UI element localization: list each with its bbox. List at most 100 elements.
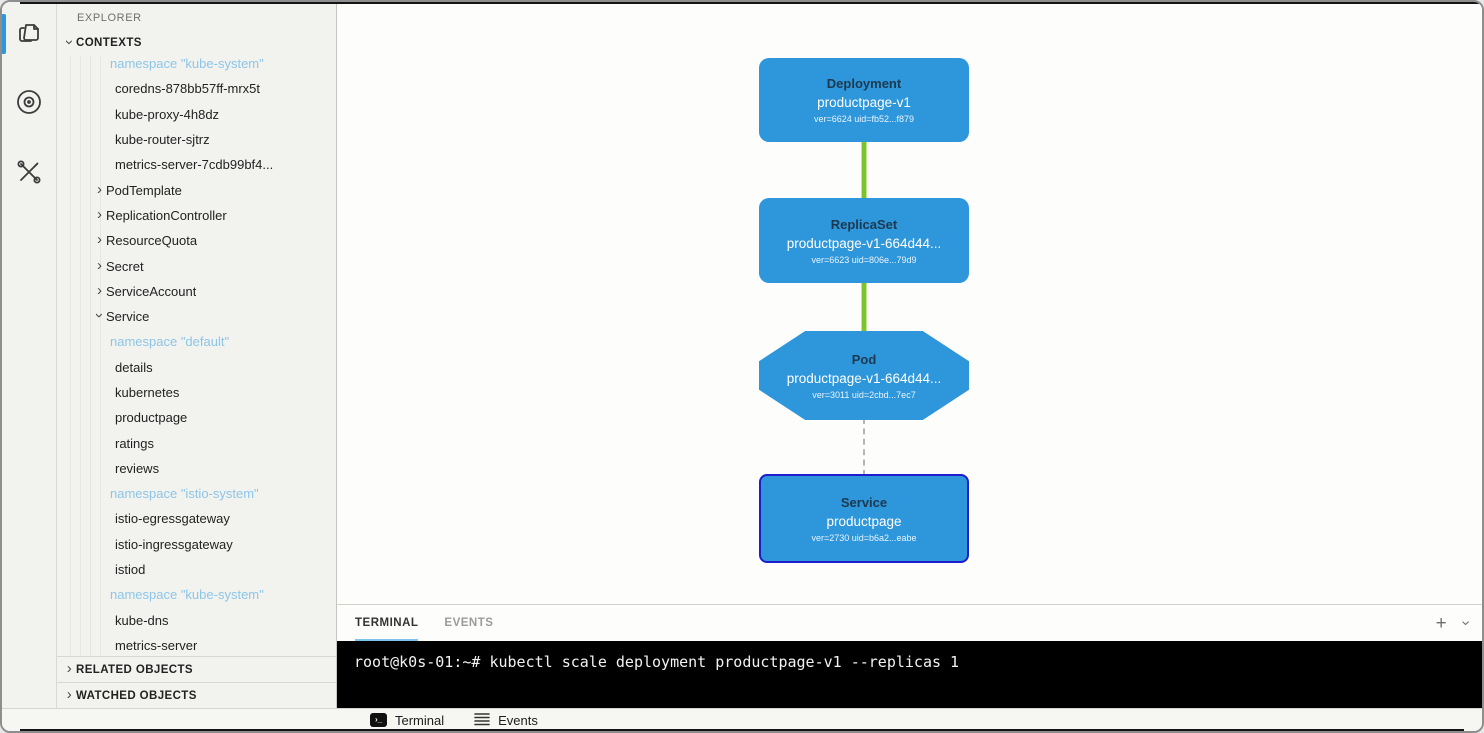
node-kind-label: Service [840,494,888,510]
tree-item-label: kube-proxy-4h8dz [115,106,220,122]
tree-item-label: istio-egressgateway [115,511,230,527]
tree-item-label: namespace "istio-system" [110,486,259,502]
activity-bar [2,2,57,708]
plus-icon[interactable]: + [1435,612,1447,634]
status-item-events[interactable]: Events [474,712,538,729]
tree-item-label: Secret [106,258,144,274]
tree-item-label: namespace "kube-system" [110,56,264,72]
chevron-down-icon[interactable]: › [91,313,108,319]
tools-icon [14,157,44,192]
tree-item-kube-proxy-4h8dz[interactable]: kube-proxy-4h8dz [57,102,336,127]
terminal-output[interactable]: root@k0s-01:~# kubectl scale deployment … [337,641,1482,708]
tree-item-metrics-server-7cdb99bf4[interactable]: metrics-server-7cdb99bf4... [57,152,336,177]
tree-item-productpage[interactable]: productpage [57,405,336,430]
tree-item-label: kube-dns [115,612,169,628]
tab-events[interactable]: EVENTS [444,617,494,629]
tree-item-metrics-server[interactable]: metrics-server [57,633,336,656]
chevron-right-icon: › [66,660,73,677]
tree-item-label: ResourceQuota [106,233,198,249]
chevron-right-icon[interactable]: › [97,205,102,223]
tree-item-label: istiod [115,562,146,578]
chevron-down-icon[interactable]: › [1457,620,1475,626]
terminal-icon: ›_ [370,713,387,727]
edge-replicaset-pod [862,281,866,333]
status-bar: ›_ Terminal Events [2,708,1482,731]
window-top-edge [20,2,1482,4]
node-kind-label: Deployment [826,76,902,91]
node-meta-label: ver=2730 uid=b6a2...eabe [811,532,917,543]
panel-actions: + › [1435,612,1475,634]
status-item-label: Terminal [395,712,445,728]
tree-item-kubernetes[interactable]: kubernetes [57,380,336,405]
tree-item-label: coredns-878bb57ff-mrx5t [115,81,261,97]
tree-item-coredns-878bb57ff-mrx5t[interactable]: coredns-878bb57ff-mrx5t [57,76,336,101]
tree-item-label: ratings [115,435,155,451]
node-name-label: productpage [826,513,902,529]
edge-pod-service [863,418,865,476]
panel-tab-bar: TERMINAL EVENTS + › [337,604,1482,641]
tab-terminal[interactable]: TERMINAL [355,605,419,641]
status-item-terminal[interactable]: ›_ Terminal [370,713,444,728]
tree-item-namespace-istio-system[interactable]: namespace "istio-system" [57,481,336,506]
tree-item-kube-router-sjtrz[interactable]: kube-router-sjtrz [57,127,336,152]
chevron-down-icon: › [61,39,78,45]
tree-item-label: ReplicationController [106,207,227,223]
tree-item-kube-dns[interactable]: kube-dns [57,608,336,633]
section-related-objects[interactable]: › RELATED OBJECTS [57,656,336,682]
diagram-node-service[interactable]: Service productpage ver=2730 uid=b6a2...ea… [759,474,969,563]
tree-item-namespace-default[interactable]: namespace "default" [57,329,336,354]
activity-item-watch[interactable] [2,82,57,126]
tree-item-podtemplate[interactable]: ›PodTemplate [57,177,336,202]
tree-item-istio-ingressgateway[interactable]: istio-ingressgateway [57,532,336,557]
indent-guide [70,56,71,656]
tree-item-label: ServiceAccount [106,283,197,299]
section-contexts[interactable]: › CONTEXTS [57,30,336,56]
tree-item-istiod[interactable]: istiod [57,557,336,582]
section-related-label: RELATED OBJECTS [76,663,193,676]
chevron-right-icon[interactable]: › [97,281,102,299]
tree-item-secret[interactable]: ›Secret [57,253,336,278]
activity-item-tools[interactable] [2,152,57,196]
node-name-label: productpage-v1-664d44... [786,370,942,386]
node-meta-label: ver=6623 uid=806e...79d9 [811,254,917,265]
tree-item-serviceaccount[interactable]: ›ServiceAccount [57,279,336,304]
section-watched-label: WATCHED OBJECTS [76,689,197,702]
section-watched-objects[interactable]: › WATCHED OBJECTS [57,682,336,708]
activity-item-resources[interactable] [2,12,57,56]
tree-item-label: kube-router-sjtrz [115,132,210,148]
tree-item-label: kubernetes [115,385,180,400]
tree-item-label: metrics-server-7cdb99bf4... [115,157,274,173]
node-kind-label: ReplicaSet [830,216,898,232]
sidebar-title: EXPLORER [77,12,142,24]
watch-icon [14,87,44,122]
tree-item-label: namespace "kube-system" [110,587,264,603]
tree-item-details[interactable]: details [57,355,336,380]
indent-guide [100,56,101,656]
tree-item-label: Service [106,309,150,325]
tree-item-service[interactable]: ›Service [57,304,336,329]
tree-item-reviews[interactable]: reviews [57,456,336,481]
sidebar-tree: namespace "kube-system" coredns-878bb57ff… [57,56,336,656]
chevron-right-icon[interactable]: › [97,231,102,249]
tree-item-label: productpage [115,410,188,426]
active-indicator [2,14,6,54]
tree-item-istio-egressgateway[interactable]: istio-egressgateway [57,506,336,531]
tree-item-namespace-kube-system[interactable]: namespace "kube-system" [57,582,336,607]
node-meta-label: ver=6624 uid=fb52...f879 [813,114,915,124]
chevron-right-icon[interactable]: › [97,180,102,198]
indent-guide [80,56,81,656]
chevron-right-icon[interactable]: › [97,256,102,274]
tree-item-resourcequota[interactable]: ›ResourceQuota [57,228,336,253]
tree-item-label: metrics-server [115,637,198,653]
resources-icon [14,17,44,52]
tree-item-replicationcontroller[interactable]: ›ReplicationController [57,203,336,228]
chevron-right-icon: › [66,686,73,703]
tree-item-ratings[interactable]: ratings [57,430,336,455]
tree-item-namespace-kube-system[interactable]: namespace "kube-system" [57,56,336,76]
